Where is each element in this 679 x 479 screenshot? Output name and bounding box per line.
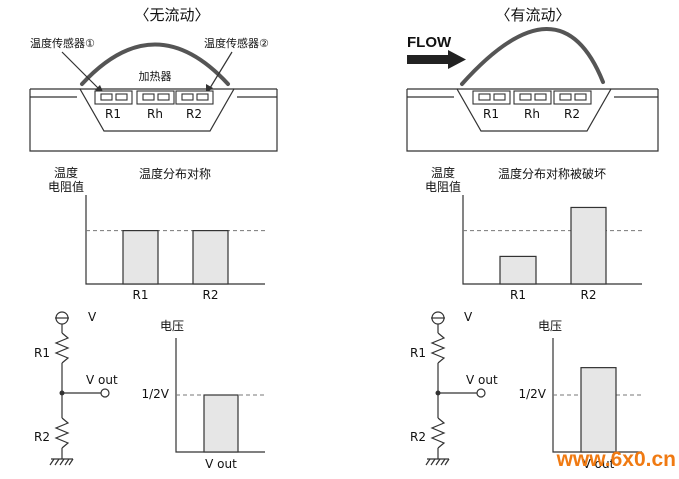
right-vout-label: V out <box>466 373 498 387</box>
right-chart-title: 温度分布对称被破坏 <box>498 166 606 181</box>
left-v-label: V <box>88 310 97 324</box>
left-chip-r1 <box>94 90 133 105</box>
left-circuit <box>49 311 110 466</box>
right-title: 〈有流动〉 <box>495 6 570 24</box>
flow-arrow-icon <box>407 50 466 69</box>
right-circuit <box>425 311 486 466</box>
left-half-v-label: 1/2V <box>141 387 169 401</box>
left-chart-title: 温度分布对称 <box>139 166 211 181</box>
right-half-v-label: 1/2V <box>518 387 546 401</box>
right-substrate-body <box>406 89 659 152</box>
left-chart-bar-r2 <box>192 230 229 285</box>
heater-label: 加热器 <box>139 70 172 83</box>
right-ground-icon <box>425 458 450 466</box>
left-chip-rh-label: Rh <box>147 107 163 121</box>
left-r1-label: R1 <box>34 346 50 360</box>
sensor1-pointer <box>61 51 101 91</box>
left-r2-resistor-icon <box>54 417 70 449</box>
left-vout-label: V out <box>86 373 118 387</box>
right-heat-dome <box>460 27 605 86</box>
right-chart-ylabel-1: 温度 <box>431 165 455 180</box>
right-chart-bar-r1 <box>499 255 537 285</box>
right-chip-rh <box>513 90 552 105</box>
left-heat-dome <box>80 42 230 86</box>
left-substrate-body <box>29 89 278 152</box>
right-chart-bar-r2 <box>570 206 607 285</box>
left-ground-icon <box>49 458 74 466</box>
right-chart-tick-r1: R1 <box>510 288 526 302</box>
right-r2-label: R2 <box>410 430 426 444</box>
right-v-label: V <box>464 310 473 324</box>
left-r2-label: R2 <box>34 430 50 444</box>
left-chip-r1-label: R1 <box>105 107 121 121</box>
right-r1-resistor-icon <box>430 332 446 364</box>
left-chip-rh <box>136 90 175 105</box>
flow-label: FLOW <box>407 34 452 51</box>
left-chip-r2 <box>175 90 214 105</box>
sensor2-pointer <box>209 51 233 89</box>
left-substrate-top <box>30 88 277 132</box>
left-r1-resistor-icon <box>54 332 70 364</box>
sensor1-label: 温度传感器① <box>30 36 95 50</box>
left-chart-tick-r1: R1 <box>133 288 149 302</box>
right-r2-resistor-icon <box>430 417 446 449</box>
right-vout-terminal-icon <box>476 388 486 398</box>
left-chart-axes <box>85 195 265 285</box>
left-voltage-bar <box>203 394 239 453</box>
right-r1-label: R1 <box>410 346 426 360</box>
left-chart-ylabel-1: 温度 <box>54 165 78 180</box>
right-chart-tick-r2: R2 <box>581 288 597 302</box>
left-chart-tick-r2: R2 <box>203 288 219 302</box>
right-voltage-xlabel: V out <box>583 457 615 471</box>
right-chart-axes <box>462 195 642 285</box>
left-voltage-xlabel: V out <box>205 457 237 471</box>
left-chip-r2-label: R2 <box>186 107 202 121</box>
right-chip-r2-label: R2 <box>564 107 580 121</box>
left-chart-bar-r1 <box>122 230 159 285</box>
right-chip-r2 <box>553 90 592 105</box>
watermark: www.6x0.cn <box>556 448 676 471</box>
right-chip-rh-label: Rh <box>524 107 540 121</box>
right-substrate-top <box>407 88 658 132</box>
right-chart-ylabel-2: 电阻值 <box>425 179 461 194</box>
left-title: 〈无流动〉 <box>134 6 209 24</box>
right-chip-r1-label: R1 <box>483 107 499 121</box>
right-voltage-bar <box>580 367 617 453</box>
left-voltage-ylabel: 电压 <box>160 319 184 333</box>
sensor2-label: 温度传感器② <box>204 36 269 50</box>
right-voltage-ylabel: 电压 <box>538 319 562 333</box>
right-chip-r1 <box>472 90 511 105</box>
left-chart-ylabel-2: 电阻值 <box>48 179 84 194</box>
left-vout-terminal-icon <box>100 388 110 398</box>
